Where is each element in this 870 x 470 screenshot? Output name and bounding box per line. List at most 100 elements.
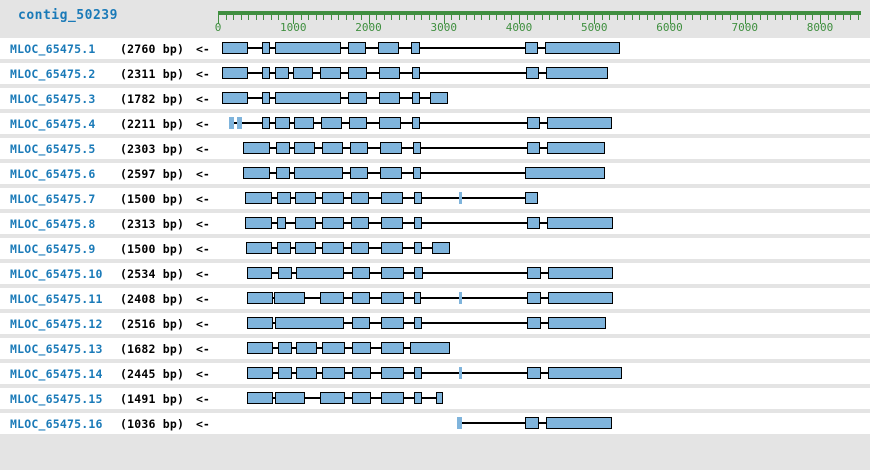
gene-model-glyph[interactable] [0,388,870,409]
gene-name-link[interactable]: MLOC_65475.1 [10,42,96,56]
exon-block[interactable] [379,117,401,129]
gene-model-glyph[interactable] [0,238,870,259]
exon-block[interactable] [525,192,538,204]
exon-block[interactable] [237,117,242,129]
exon-block[interactable] [222,92,248,104]
exon-block[interactable] [296,267,344,279]
gene-track-row[interactable]: MLOC_65475.5(2303 bp)<- [0,138,870,159]
exon-block[interactable] [262,117,270,129]
gene-model-glyph[interactable] [0,163,870,184]
exon-block[interactable] [381,217,403,229]
exon-block[interactable] [296,367,317,379]
exon-block[interactable] [321,117,342,129]
exon-block[interactable] [546,417,612,429]
exon-block[interactable] [349,117,367,129]
exon-block[interactable] [247,267,272,279]
exon-block[interactable] [381,392,404,404]
exon-block[interactable] [459,192,462,204]
exon-block[interactable] [414,292,421,304]
exon-block[interactable] [322,142,343,154]
gene-model-glyph[interactable] [0,413,870,434]
exon-block[interactable] [459,292,462,304]
exon-block[interactable] [378,42,399,54]
exon-block[interactable] [320,67,341,79]
exon-block[interactable] [381,367,404,379]
exon-block[interactable] [322,367,345,379]
exon-block[interactable] [243,142,270,154]
exon-block[interactable] [414,242,422,254]
exon-block[interactable] [548,367,622,379]
exon-block[interactable] [432,242,450,254]
exon-block[interactable] [525,167,605,179]
exon-block[interactable] [525,417,539,429]
exon-block[interactable] [294,142,315,154]
exon-block[interactable] [414,392,422,404]
gene-track-row[interactable]: MLOC_65475.3(1782 bp)<- [0,88,870,109]
exon-block[interactable] [430,92,448,104]
exon-block[interactable] [351,217,369,229]
gene-track-row[interactable]: MLOC_65475.13(1682 bp)<- [0,338,870,359]
exon-block[interactable] [381,242,403,254]
exon-block[interactable] [278,267,292,279]
exon-block[interactable] [351,192,369,204]
exon-block[interactable] [262,42,270,54]
exon-block[interactable] [277,192,291,204]
exon-block[interactable] [350,142,368,154]
gene-model-glyph[interactable] [0,88,870,109]
exon-block[interactable] [262,67,270,79]
gene-track-row[interactable]: MLOC_65475.6(2597 bp)<- [0,163,870,184]
exon-block[interactable] [348,42,366,54]
gene-track-row[interactable]: MLOC_65475.1(2760 bp)<- [0,38,870,59]
exon-block[interactable] [352,292,370,304]
exon-block[interactable] [548,317,606,329]
gene-name-link[interactable]: MLOC_65475.5 [10,142,96,156]
exon-block[interactable] [222,42,248,54]
exon-block[interactable] [245,192,272,204]
exon-block[interactable] [245,217,272,229]
exon-block[interactable] [381,317,404,329]
gene-model-glyph[interactable] [0,313,870,334]
exon-block[interactable] [527,117,540,129]
gene-model-glyph[interactable] [0,113,870,134]
gene-name-link[interactable]: MLOC_65475.15 [10,392,103,406]
exon-block[interactable] [243,167,270,179]
exon-block[interactable] [278,342,292,354]
exon-block[interactable] [352,267,370,279]
gene-name-link[interactable]: MLOC_65475.13 [10,342,103,356]
exon-block[interactable] [457,417,462,429]
exon-block[interactable] [412,67,420,79]
exon-block[interactable] [546,67,608,79]
gene-name-link[interactable]: MLOC_65475.7 [10,192,96,206]
gene-track-row[interactable]: MLOC_65475.16(1036 bp)<- [0,413,870,434]
exon-block[interactable] [247,342,273,354]
gene-name-link[interactable]: MLOC_65475.3 [10,92,96,106]
gene-track-row[interactable]: MLOC_65475.10(2534 bp)<- [0,263,870,284]
exon-block[interactable] [414,317,422,329]
exon-block[interactable] [278,367,292,379]
exon-block[interactable] [527,317,541,329]
exon-block[interactable] [293,67,313,79]
gene-track-row[interactable]: MLOC_65475.7(1500 bp)<- [0,188,870,209]
exon-block[interactable] [320,292,344,304]
exon-block[interactable] [247,292,273,304]
gene-model-glyph[interactable] [0,138,870,159]
exon-block[interactable] [381,192,403,204]
exon-block[interactable] [414,367,422,379]
exon-block[interactable] [352,317,370,329]
exon-block[interactable] [547,217,613,229]
exon-block[interactable] [322,342,345,354]
exon-block[interactable] [277,242,291,254]
exon-block[interactable] [247,392,273,404]
exon-block[interactable] [275,42,341,54]
exon-block[interactable] [274,292,305,304]
exon-block[interactable] [229,117,234,129]
gene-track-row[interactable]: MLOC_65475.15(1491 bp)<- [0,388,870,409]
exon-block[interactable] [525,42,538,54]
exon-block[interactable] [380,142,402,154]
exon-block[interactable] [276,142,290,154]
exon-block[interactable] [348,92,367,104]
exon-block[interactable] [381,267,404,279]
exon-block[interactable] [352,342,371,354]
exon-block[interactable] [246,242,272,254]
gene-track-row[interactable]: MLOC_65475.4(2211 bp)<- [0,113,870,134]
